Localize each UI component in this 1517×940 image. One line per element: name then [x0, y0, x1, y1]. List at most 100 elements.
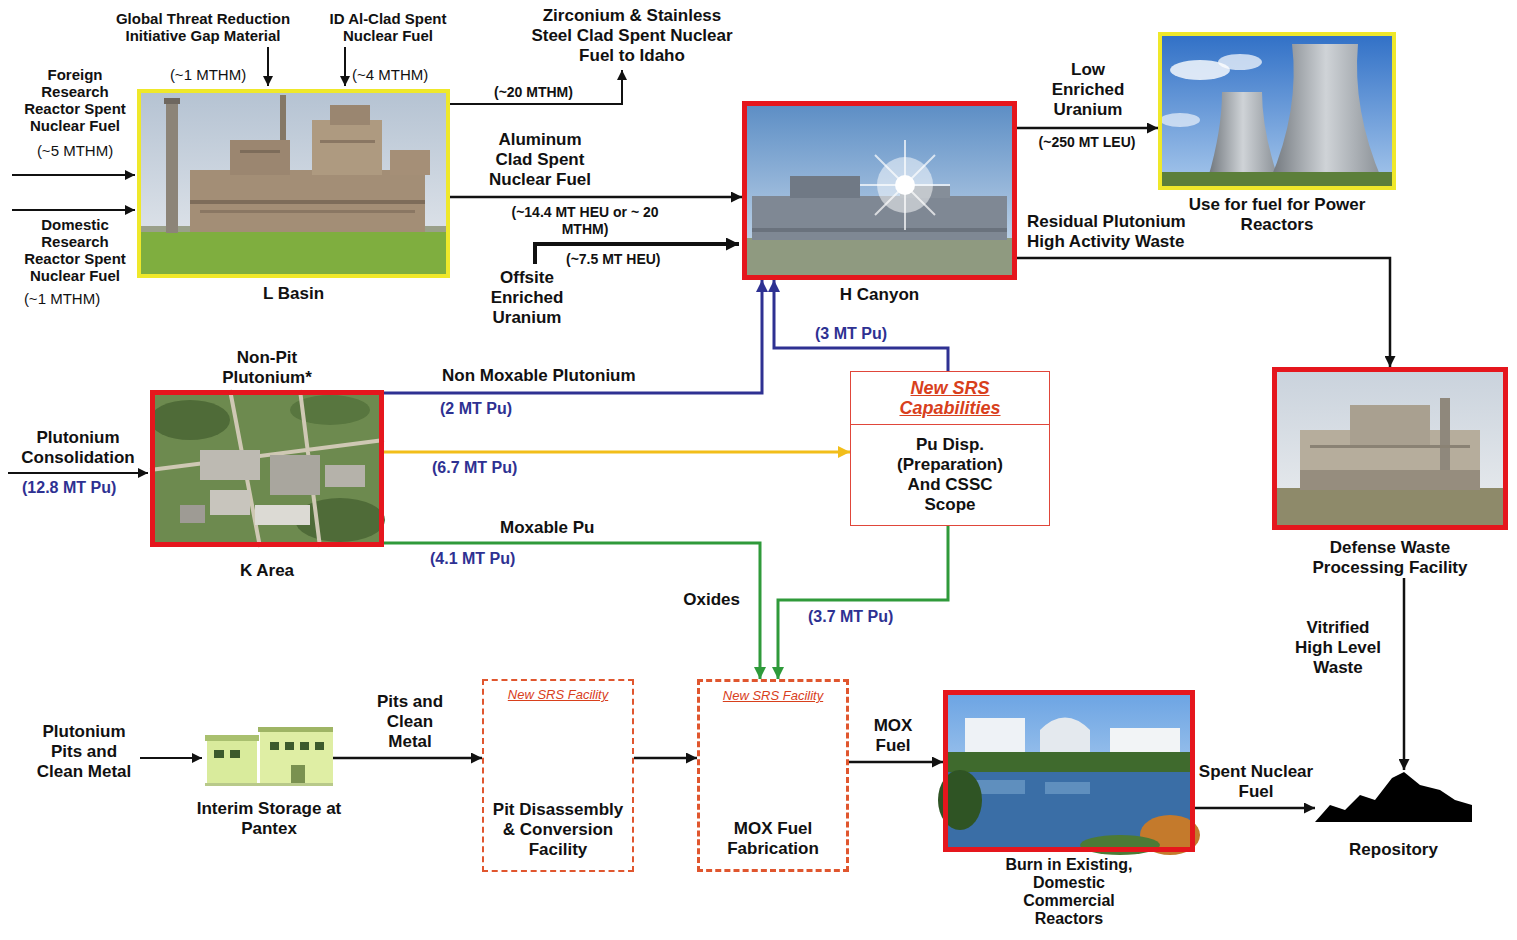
drawing-part [190, 200, 425, 204]
annotation-label: (~1 MTHM) [12, 290, 112, 307]
flow-arrow [634, 757, 697, 760]
drawing-part [291, 765, 305, 785]
drawing-part [230, 140, 290, 175]
heading-band: New SRS Facility [484, 681, 632, 708]
drawing-part [164, 98, 180, 104]
caption-label: K Area [187, 561, 347, 581]
drawing-part [258, 727, 333, 732]
edge-label: Low Enriched Uranium [1038, 60, 1138, 120]
drawing-part [1208, 92, 1278, 178]
dwpf-photo [1272, 367, 1508, 530]
annotation-label: Oxides [650, 590, 740, 610]
caption-label: Burn in Existing, Domestic Commercial Re… [989, 856, 1149, 928]
heading-label: Non-Pit Plutonium* [197, 348, 337, 388]
drawing-part [752, 196, 1007, 240]
box-heading: New SRS Facility [488, 687, 628, 702]
repository-mountain [1315, 772, 1472, 822]
flow-arrow [1403, 578, 1406, 770]
drawing-part [190, 170, 425, 232]
drawing-part [180, 505, 205, 523]
drawing-part [267, 47, 269, 86]
drawing-part [742, 101, 1017, 280]
flow-arrow [778, 526, 948, 679]
drawing-part [1315, 772, 1472, 822]
drawing-part [260, 732, 333, 785]
drawing-part [1272, 367, 1508, 530]
drawing-part [1310, 445, 1470, 448]
h-canyon-photo [742, 101, 1017, 280]
caption-label: Defense Waste Processing Facility [1290, 538, 1490, 578]
drawing-part [1350, 405, 1430, 445]
drawing-part [8, 472, 148, 474]
flow-arrow [450, 196, 742, 199]
k-area-photo [150, 390, 385, 547]
photo-node: Repository [1315, 770, 1472, 860]
drawing-part [12, 174, 135, 176]
photo-frame [150, 390, 384, 547]
drawing-part [1160, 113, 1200, 127]
drawing-part [205, 735, 259, 741]
flow-arrow [1017, 127, 1158, 130]
drawing-part [270, 742, 279, 750]
annotation-label: (~250 MT LEU) [1022, 134, 1152, 151]
photo-frame [1272, 367, 1508, 530]
photo-node: Use for fuel for Power Reactors [1158, 32, 1396, 235]
photo-node: Interim Storage at Pantex [205, 727, 333, 839]
cooling-towers-photo [1158, 32, 1396, 190]
drawing-part [344, 47, 346, 86]
annotation-label: (~1 MTHM) [158, 66, 258, 83]
drawing-part [12, 209, 135, 211]
caption-label: Repository [1324, 840, 1464, 860]
edge-label: Non Moxable Plutonium [442, 366, 702, 386]
drawing-part [1270, 44, 1382, 180]
drawing-part [210, 490, 250, 515]
drawing-part [166, 98, 178, 233]
drawing-part [860, 140, 950, 230]
edge-label: Spent Nuclear Fuel [1196, 762, 1316, 802]
heading-band: New SRS Capabilities [851, 372, 1049, 425]
annotation-label: (~4 MTHM) [352, 66, 452, 83]
annotation-label: (~5 MTHM) [25, 142, 125, 159]
drawing-part [1300, 470, 1480, 490]
icon-area [205, 727, 333, 785]
drawing-part [742, 238, 1017, 280]
photo-node: Non-Pit Plutonium* K Area [150, 348, 384, 581]
caption-label: H Canyon [780, 285, 980, 305]
photo-frame [137, 89, 450, 278]
drawing-part [330, 105, 370, 125]
drawing-part [1080, 835, 1160, 855]
drawing-part [1045, 782, 1090, 794]
box-heading: New SRS Capabilities [880, 378, 1020, 418]
annotation-label: (2 MT Pu) [440, 399, 540, 418]
drawing-part [150, 390, 384, 547]
input-arrows [8, 47, 739, 758]
annotation-label: Plutonium Pits and Clean Metal [36, 722, 132, 782]
drawing-part [1218, 54, 1262, 70]
caption-label: L Basin [194, 284, 394, 304]
drawing-part [312, 120, 382, 175]
drawing-part [205, 783, 333, 786]
annotation-label: Global Threat Reduction Initiative Gap M… [98, 10, 308, 44]
photo-node: Burn in Existing, Domestic Commercial Re… [943, 690, 1195, 928]
pantex-building-icon [205, 727, 333, 786]
edge-label: Pits and Clean Metal [365, 692, 455, 752]
drawing-part [752, 228, 1007, 232]
heading-band: New SRS Facility [700, 682, 846, 709]
photo-node: Defense Waste Processing Facility [1272, 367, 1508, 578]
drawing-part [1272, 488, 1508, 530]
photo-frame [1158, 32, 1396, 190]
drawing-part [943, 752, 1195, 774]
edge-label: Residual Plutonium High Activity Waste [1027, 212, 1227, 252]
drawing-part [325, 465, 365, 487]
flow-arrow [384, 543, 760, 679]
flow-arrow [384, 451, 850, 454]
drawing-part [230, 750, 240, 758]
edge-label: (3 MT Pu) [815, 324, 925, 343]
process-box: New SRS FacilityPit Disassembly & Conver… [482, 679, 634, 872]
drawing-part [450, 70, 622, 104]
annotation-label: Plutonium Consolidation [8, 428, 148, 468]
flow-arrow [384, 280, 762, 393]
process-box: New SRS CapabilitiesPu Disp. (Preparatio… [850, 371, 1050, 526]
drawing-part [214, 750, 224, 758]
